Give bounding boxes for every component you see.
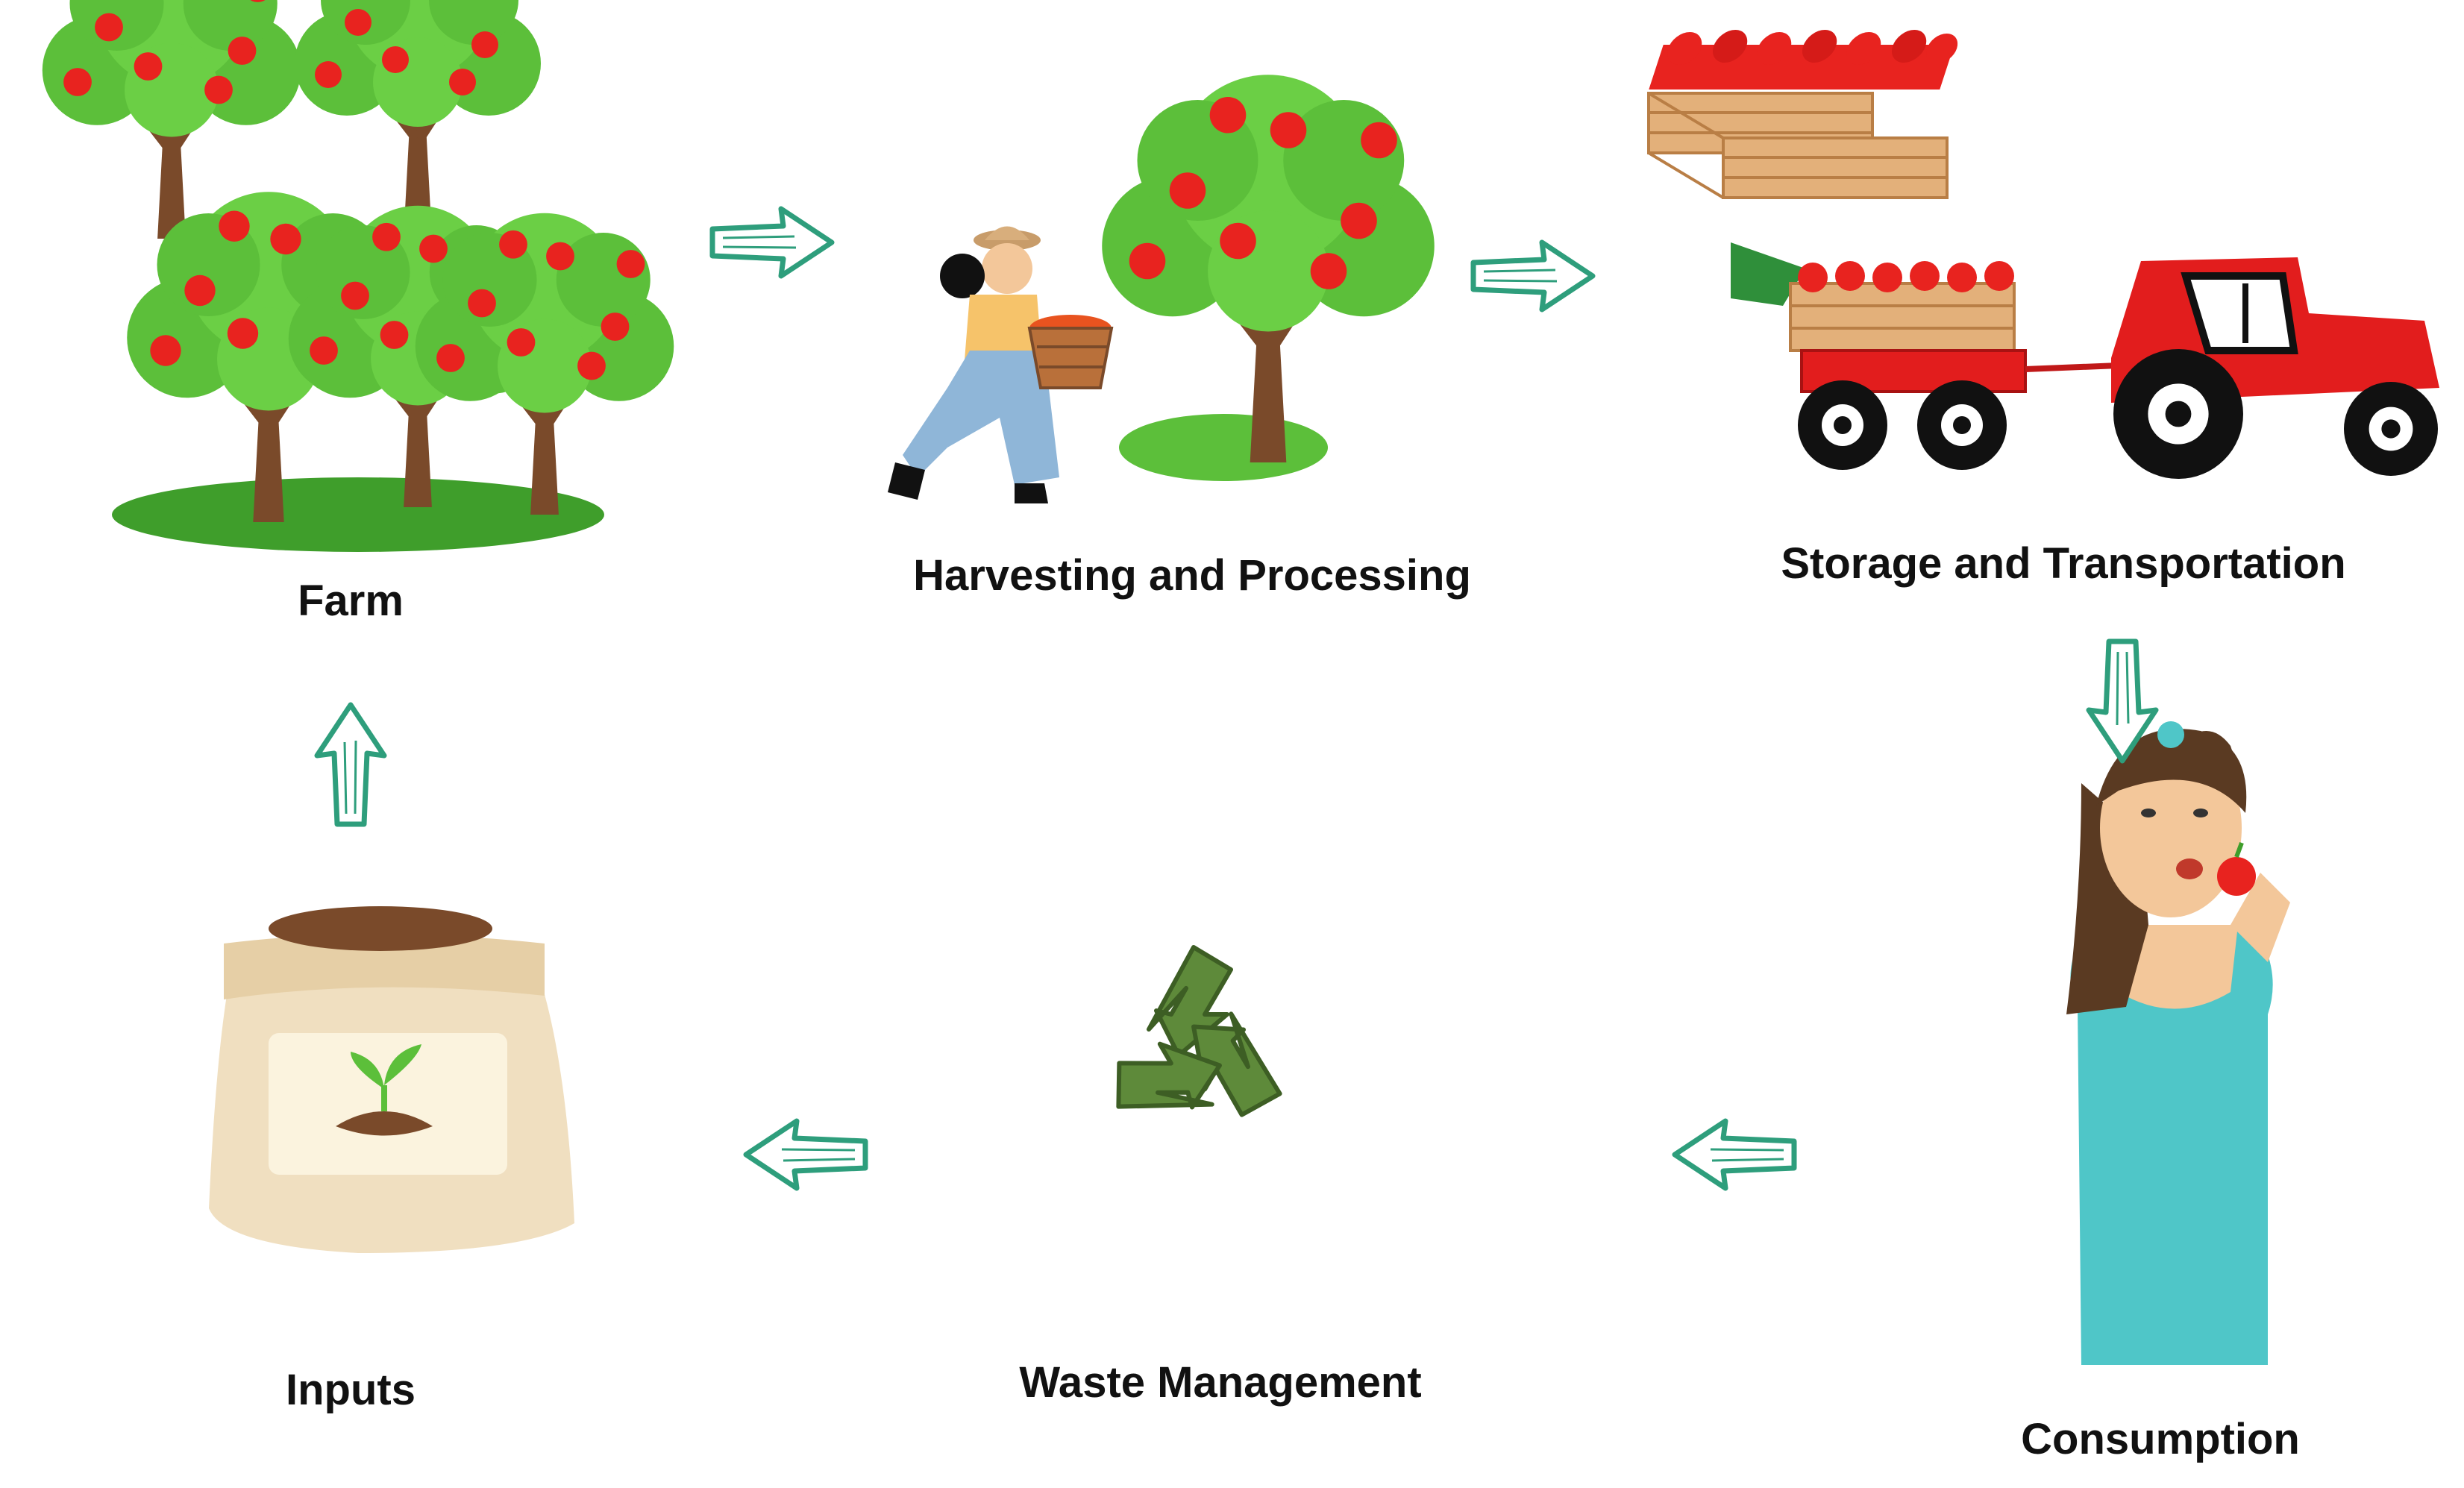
harvester-icon [888, 226, 1114, 503]
woman-eating-apple-icon [2066, 721, 2290, 1365]
label-farm: Farm [298, 577, 404, 625]
arrow-farm-to-harvesting [712, 209, 832, 276]
label-storage-and-transportation: Storage and Transportation [1781, 539, 2346, 588]
apple-tree-icon [1102, 75, 1435, 481]
label-waste-management: Waste Management [1019, 1358, 1422, 1407]
label-inputs: Inputs [286, 1366, 416, 1414]
arrow-waste-to-inputs [746, 1121, 865, 1188]
label-consumption: Consumption [2021, 1415, 2300, 1463]
recycle-icon [1100, 947, 1302, 1146]
arrow-harvesting-to-storage [1473, 242, 1593, 310]
arrow-consumption-to-waste [1675, 1121, 1794, 1188]
arrow-inputs-to-farm [317, 705, 384, 824]
label-harvesting-and-processing: Harvesting and Processing [913, 551, 1471, 600]
crates-icon [1647, 30, 1958, 199]
tractor-icon [1731, 242, 2439, 479]
apple-trees-icon [43, 0, 674, 552]
fertilizer-sack-icon [209, 906, 574, 1253]
